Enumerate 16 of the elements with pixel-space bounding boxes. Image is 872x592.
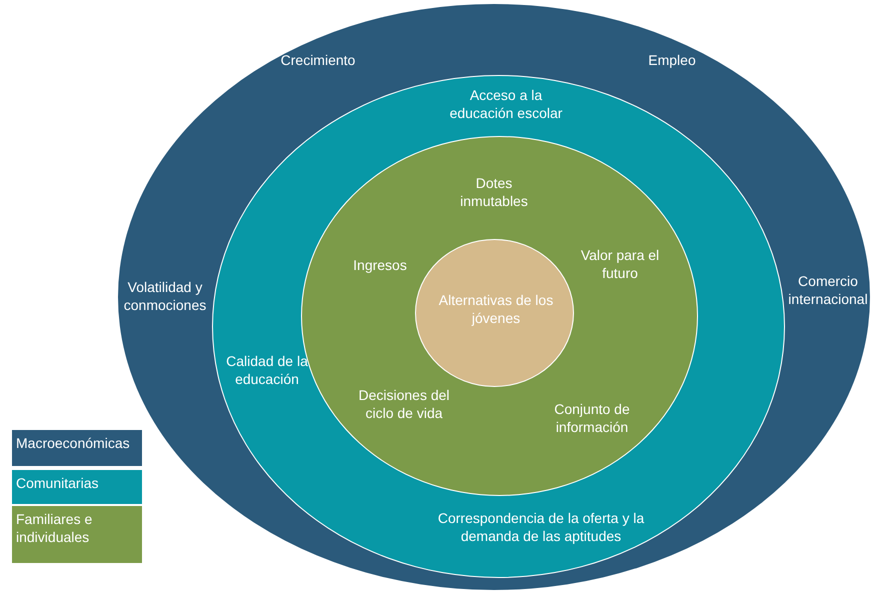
ring-label: Conjunto de información [553,400,631,436]
legend-label: Familiares e individuales [16,510,94,546]
ring-label: Dotes inmutables [459,174,529,210]
ring-label: Crecimiento [280,51,356,69]
ring-label: Volatilidad y conmociones [122,278,208,314]
ring-label: Correspondencia de la oferta y la demanda de las aptitudes [436,509,646,545]
ring-label: Calidad de la educación [225,352,309,388]
ring-label: Comercio internacional [787,272,869,308]
ring-label: Valor para el futuro [580,246,660,282]
ring-label: Decisiones del ciclo de vida [357,386,451,422]
ring-label: Ingresos [352,256,408,274]
ring-label: Alternativas de los jóvenes [438,291,554,327]
ring-label: Empleo [647,51,697,69]
ring-label: Acceso a la educación escolar [448,86,564,122]
legend-label: Comunitarias [16,474,100,492]
legend-label: Macroeconómicas [16,434,131,452]
